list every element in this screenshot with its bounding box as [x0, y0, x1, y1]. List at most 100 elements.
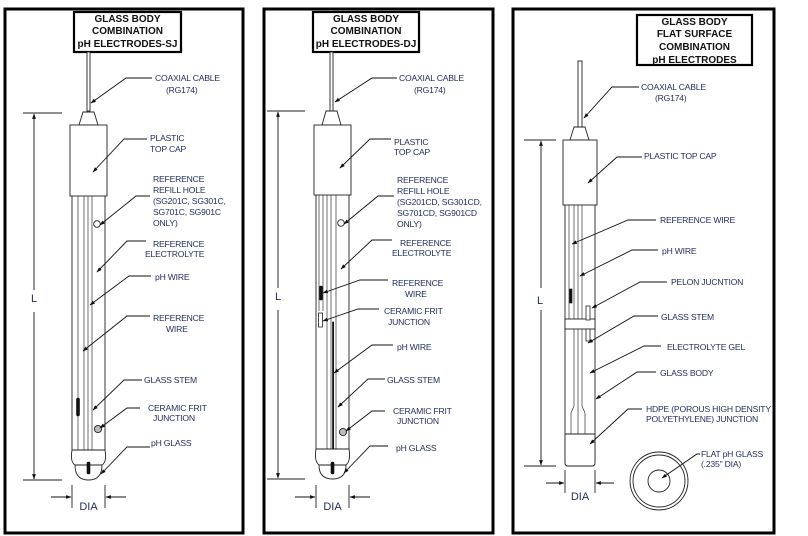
label-electrolyte-gel: ELECTROLYTE GEL — [667, 342, 745, 352]
label-glass-stem: GLASS STEM — [387, 375, 440, 385]
electrode-sj — [69, 51, 108, 481]
coaxial-cable — [577, 60, 583, 128]
label-refill-hole: ONLY) — [153, 218, 178, 228]
label-flat-ph-glass: FLAT pH GLASS — [701, 449, 764, 459]
panel-flat: GLASS BODY FLAT SURFACE COMBINATION pH E… — [511, 7, 776, 535]
label-flat-ph-glass: (.235" DIA) — [701, 459, 741, 469]
title-line: GLASS BODY — [661, 17, 727, 28]
title-box — [635, 13, 754, 67]
dimension-diameter: DIA — [295, 485, 370, 513]
length-label: L — [275, 291, 281, 303]
coaxial-cable — [329, 51, 334, 112]
length-label: L — [537, 295, 543, 307]
dimension-diameter: DIA — [546, 470, 614, 503]
refill-hole — [337, 219, 345, 227]
title-line: pH ELECTRODES-SJ — [77, 39, 177, 50]
hdpe-junction — [564, 433, 596, 467]
diameter-label: DIA — [571, 491, 590, 503]
label-ceramic-frit: JUNCTION — [397, 416, 439, 426]
dimension-diameter: DIA — [51, 485, 126, 513]
label-glass-stem: GLASS STEM — [661, 312, 714, 322]
top-cap — [313, 124, 352, 196]
label-ph-wire: pH WIRE — [155, 272, 190, 282]
label-refill-hole: (SG201C, SG301C, — [153, 196, 226, 206]
label-reference-wire: WIRE — [405, 289, 427, 299]
diameter-label: DIA — [323, 501, 342, 513]
label-refill-hole: REFILL HOLE — [153, 185, 206, 195]
label-reference-wire: WIRE — [166, 324, 188, 334]
cable-strain-relief — [321, 110, 342, 126]
top-cap — [69, 124, 108, 197]
label-hdpe-junction: POLYETHYLENE) JUNCTION — [646, 414, 758, 424]
label-coaxial-cable: COAXIAL CABLE — [155, 73, 220, 83]
top-cap — [562, 139, 598, 206]
length-label: L — [31, 293, 37, 305]
label-coaxial-cable-type: (RG174) — [166, 85, 198, 95]
label-refill-hole: ONLY) — [397, 219, 422, 229]
label-top-cap: PLASTIC — [150, 133, 184, 143]
ceramic-frit — [93, 424, 103, 434]
title-line: GLASS BODY — [333, 14, 399, 25]
flat-glass-end-view — [629, 451, 689, 511]
cable-strain-relief — [569, 126, 590, 141]
label-reference-wire: REFERENCE WIRE — [660, 215, 735, 225]
label-inner-frit: CERAMIC FRIT — [384, 306, 444, 316]
panel-sj: GLASS BODY COMBINATION pH ELECTRODES-SJ — [3, 7, 245, 535]
label-top-cap: PLASTIC TOP CAP — [644, 151, 717, 161]
label-inner-frit: JUNCTION — [388, 317, 430, 327]
title-line: pH ELECTRODES — [652, 55, 737, 66]
pelon-junction-lower — [585, 328, 591, 342]
label-electrolyte: ELECTROLYTE — [145, 249, 205, 259]
panel-frame — [3, 7, 245, 535]
title-line: COMBINATION — [659, 42, 730, 53]
label-pelon-junction: PELON JUCNTION — [671, 277, 743, 287]
label-reference-wire: REFERENCE — [392, 278, 444, 288]
label-glass-stem: GLASS STEM — [144, 375, 197, 385]
label-coaxial-cable: COAXIAL CABLE — [641, 82, 706, 92]
label-ph-glass: pH GLASS — [396, 443, 437, 453]
label-refill-hole: SG701CD, SG901CD — [397, 208, 477, 218]
dimension-length: L — [267, 110, 305, 480]
label-electrolyte: REFERENCE — [153, 239, 205, 249]
pelon-junction — [585, 305, 591, 321]
label-hdpe-junction: HDPE (POROUS HIGH DENSITY — [646, 404, 771, 414]
pelon-collar — [564, 318, 596, 330]
label-coaxial-cable-type: (RG174) — [414, 85, 446, 95]
label-refill-hole: SG701C, SG901C — [153, 207, 221, 217]
label-coaxial-cable: COAXIAL CABLE — [399, 73, 464, 83]
label-coaxial-cable-type: (RG174) — [655, 93, 687, 103]
panel-frame — [262, 7, 495, 535]
label-electrolyte: ELECTROLYTE — [392, 248, 452, 258]
label-ceramic-frit: JUNCTION — [153, 413, 195, 423]
label-refill-hole: REFERENCE — [153, 174, 205, 184]
diameter-label: DIA — [79, 501, 98, 513]
label-reference-wire: REFERENCE — [153, 313, 205, 323]
panel-dj: GLASS BODY COMBINATION pH ELECTRODES-DJ — [262, 7, 495, 535]
label-ph-wire: pH WIRE — [397, 342, 432, 352]
reference-wire-element — [319, 285, 323, 301]
label-electrolyte: REFERENCE — [400, 238, 452, 248]
label-ph-glass: pH GLASS — [151, 438, 192, 448]
label-ceramic-frit: CERAMIC FRIT — [148, 403, 208, 413]
refill-hole — [93, 220, 101, 228]
title-box — [72, 10, 183, 54]
cable-strain-relief — [78, 111, 99, 126]
panel-frame — [511, 7, 776, 535]
inner-ceramic-frit — [318, 312, 323, 328]
label-top-cap: PLASTIC — [394, 137, 428, 147]
reference-wire-element — [569, 288, 573, 304]
coaxial-cable — [86, 51, 91, 112]
label-glass-body: GLASS BODY — [660, 368, 714, 378]
title-line: COMBINATION — [92, 26, 163, 37]
dimension-length: L — [524, 139, 556, 467]
dimension-length: L — [23, 112, 62, 481]
title-line: GLASS BODY — [94, 14, 160, 25]
reference-wire-element — [76, 397, 80, 417]
title-line: COMBINATION — [331, 26, 402, 37]
label-top-cap: TOP CAP — [150, 144, 186, 154]
label-ph-wire: pH WIRE — [662, 246, 697, 256]
label-refill-hole: REFERENCE — [397, 175, 449, 185]
flat-ph-glass — [647, 469, 671, 493]
ceramic-frit — [338, 427, 348, 437]
